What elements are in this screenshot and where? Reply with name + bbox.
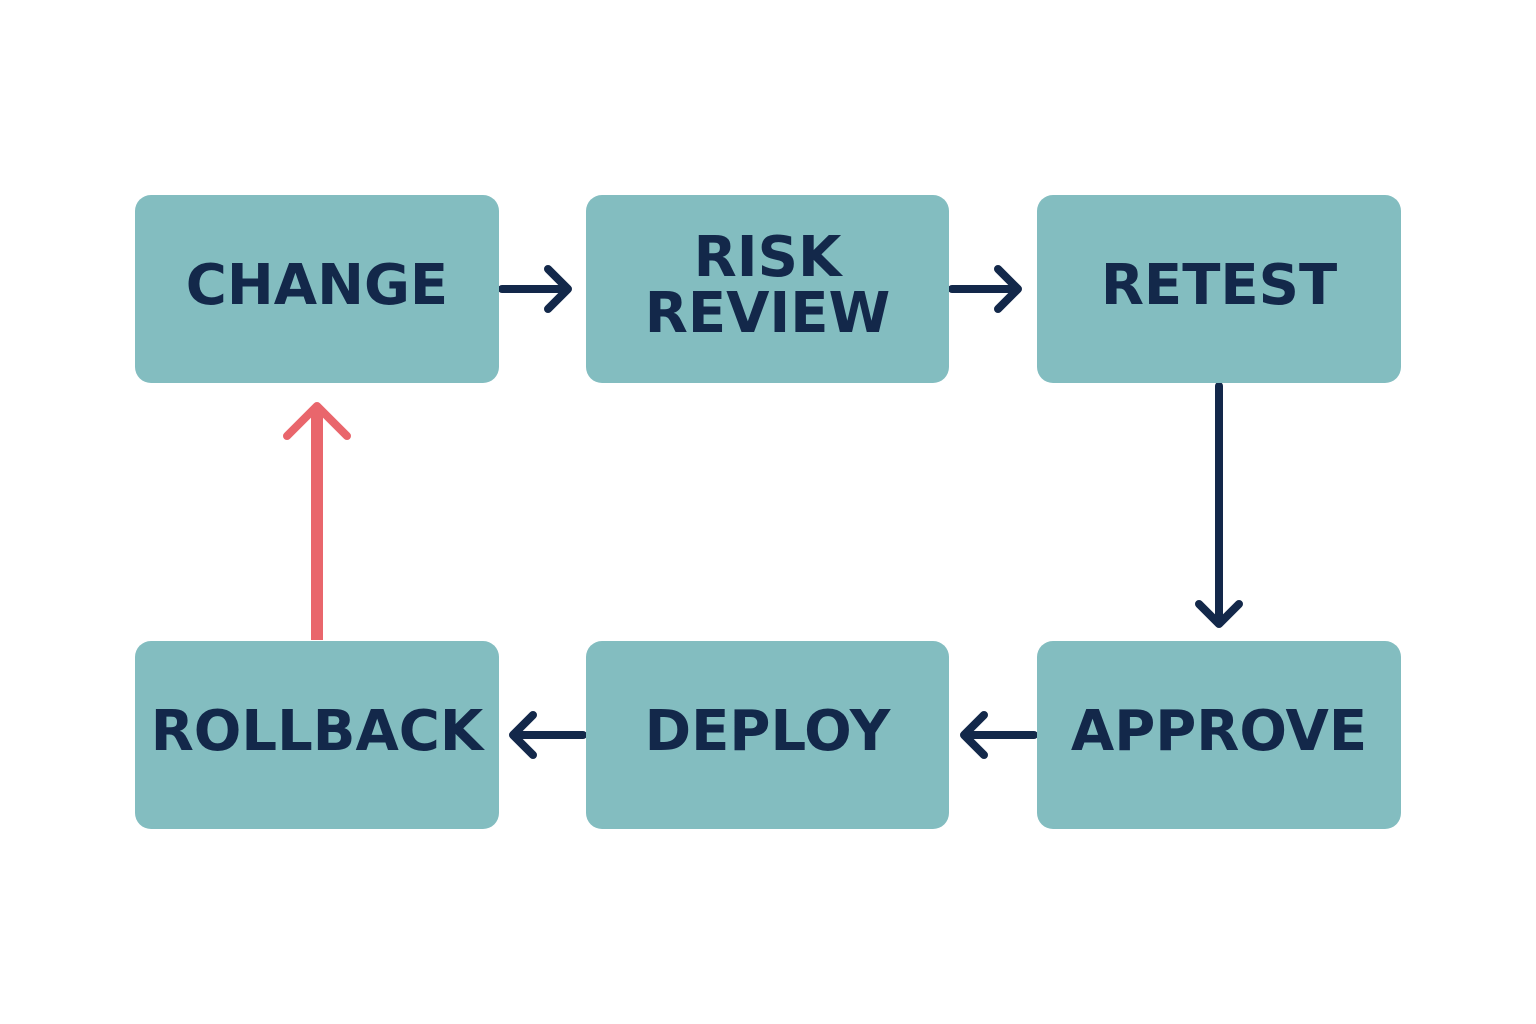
node-box bbox=[135, 195, 499, 383]
arrow-risk-review-to-retest bbox=[948, 265, 1022, 313]
node-label: RETEST bbox=[1101, 253, 1337, 318]
arrow-head bbox=[544, 265, 572, 313]
arrow-deploy-to-rollback bbox=[509, 711, 587, 759]
arrow-head bbox=[1195, 600, 1243, 628]
node-label: DEPLOY bbox=[645, 699, 892, 764]
node-retest: RETEST bbox=[1037, 195, 1401, 383]
edges-layer bbox=[283, 265, 1243, 759]
arrow-retest-to-approve bbox=[1195, 382, 1243, 628]
arrow-head bbox=[994, 265, 1022, 313]
node-approve: APPROVE bbox=[1037, 641, 1401, 829]
node-label: RISK bbox=[694, 225, 844, 290]
node-label: CHANGE bbox=[186, 253, 448, 318]
node-label: REVIEW bbox=[645, 281, 891, 346]
arrow-head bbox=[509, 711, 537, 759]
node-box bbox=[586, 195, 949, 383]
arrow-rollback-to-change bbox=[283, 402, 351, 640]
arrow-head bbox=[283, 402, 351, 440]
arrow-change-to-risk-review bbox=[498, 265, 572, 313]
node-change: CHANGE bbox=[135, 195, 499, 383]
node-rollback: ROLLBACK bbox=[135, 641, 499, 829]
node-box bbox=[135, 641, 499, 829]
node-label: APPROVE bbox=[1071, 699, 1367, 764]
node-box bbox=[1037, 641, 1401, 829]
arrow-head bbox=[960, 711, 988, 759]
arrow-approve-to-deploy bbox=[960, 711, 1038, 759]
node-box bbox=[1037, 195, 1401, 383]
node-label: ROLLBACK bbox=[151, 699, 486, 764]
node-deploy: DEPLOY bbox=[586, 641, 949, 829]
node-box bbox=[586, 641, 949, 829]
